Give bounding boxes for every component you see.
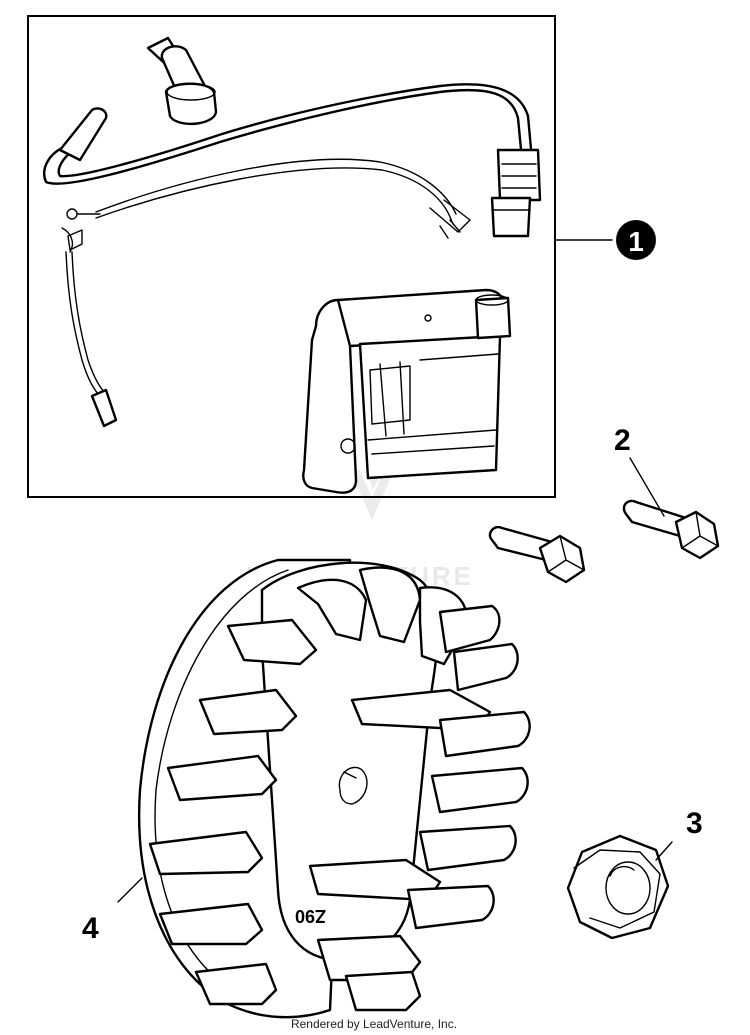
kill-wire <box>61 158 471 428</box>
screw-left <box>488 525 586 584</box>
footer-credit: Rendered by LeadVenture, Inc. <box>291 1017 457 1031</box>
lead-connector <box>490 148 542 238</box>
leader-2 <box>629 457 665 517</box>
ignition-coil <box>302 288 512 494</box>
callout-1-badge <box>616 220 656 260</box>
callout-1: 1 <box>628 226 644 257</box>
screw-right <box>622 499 720 560</box>
part-1-frame <box>27 15 556 498</box>
flywheel[interactable]: Z90 4 <box>82 558 531 1019</box>
ht-lead <box>43 83 534 185</box>
callout-2: 2 <box>614 424 631 457</box>
leader-4 <box>117 877 143 903</box>
leader-3 <box>655 841 673 861</box>
ignition-coil-assembly[interactable]: 1 <box>27 15 656 498</box>
spark-plug-boot <box>146 36 218 126</box>
mounting-screws[interactable]: 2 <box>488 424 720 584</box>
callout-3: 3 <box>686 807 703 840</box>
flywheel-stamp: Z90 <box>295 906 326 926</box>
flywheel-nut[interactable]: 3 <box>566 807 703 940</box>
callout-4: 4 <box>82 912 99 945</box>
